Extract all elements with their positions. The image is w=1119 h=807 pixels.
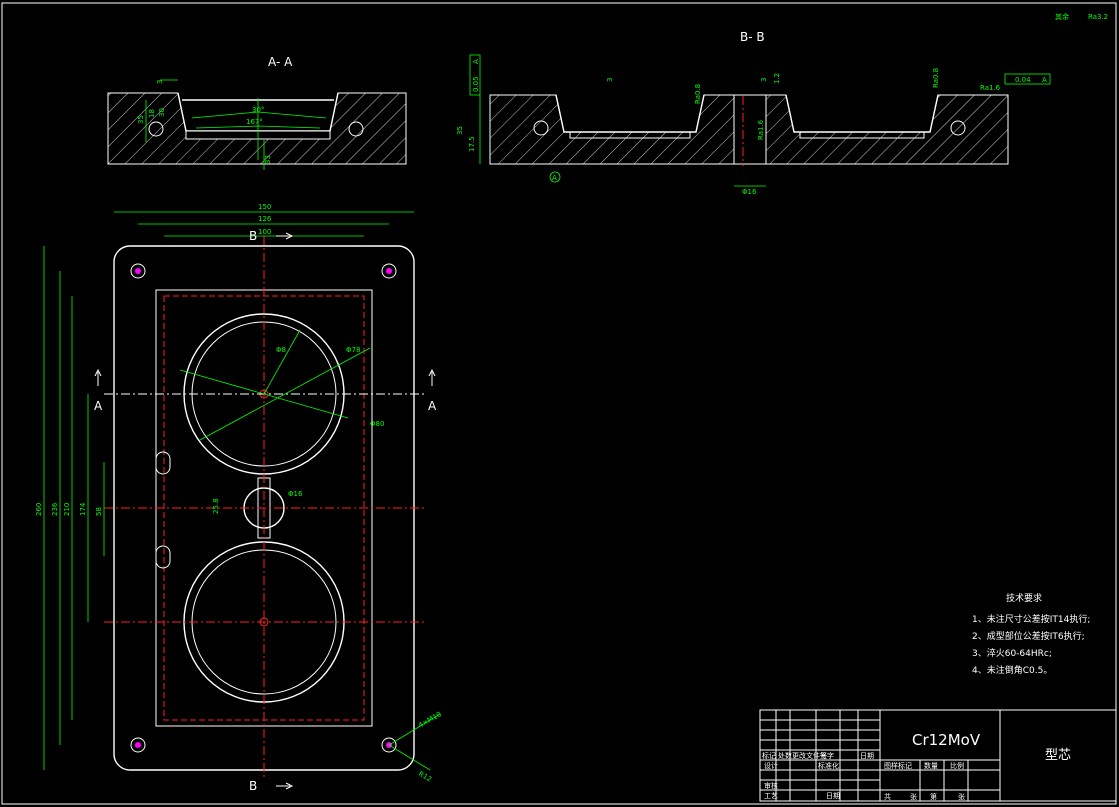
tb-sheet-num: 第 xyxy=(930,792,937,801)
section-b-b-body-left xyxy=(489,94,735,165)
section-a-a-title: A- A xyxy=(268,55,293,69)
tb-header-sign: 签字 xyxy=(820,751,834,760)
dim-bb-35: 35 xyxy=(456,126,464,135)
dim-100: 100 xyxy=(258,228,271,236)
dim-aa-35: 35 xyxy=(137,115,145,124)
dim-aa-30deg: 30° xyxy=(252,106,264,114)
dim-aa-33: 33 xyxy=(264,155,272,164)
section-b-b-cavities xyxy=(555,94,939,133)
flatness-value: 0.05 xyxy=(472,76,480,92)
tb-stage-mark: 图样标记 xyxy=(884,761,912,770)
dim-phi80: Φ80 xyxy=(370,420,384,428)
dim-bb-17-5: 17.5 xyxy=(468,136,476,152)
dim-210: 210 xyxy=(63,503,71,516)
tb-role-date: 日期 xyxy=(826,792,840,800)
title-block: Cr12MoV 型芯 标记 处数 更改文件号 签字 日期 设计 标准化 审核 工… xyxy=(759,709,1117,802)
dim-aa-167deg: 167° xyxy=(246,118,263,126)
tb-stage-scale: 比例 xyxy=(950,761,964,770)
parallel-value: 0.04 xyxy=(1015,76,1031,84)
tb-sheet-num-unit: 张 xyxy=(958,792,965,801)
section-arrows xyxy=(94,232,436,790)
dim-260: 260 xyxy=(35,503,43,516)
plan-view: Φ78 Φ80 Φ8 Φ16 25.8 150 126 100 260 236 … xyxy=(35,203,443,793)
dim-bb-3b: 3 xyxy=(760,78,768,82)
dim-126: 126 xyxy=(258,215,272,223)
roughness-ra1-6-right: Ra1.6 xyxy=(980,84,1001,92)
material-label: Cr12MoV xyxy=(912,731,981,749)
chamfer-leader xyxy=(388,713,441,746)
section-b-b-hole-right xyxy=(950,120,966,136)
dim-25-8: 25.8 xyxy=(212,498,220,514)
section-a-a-body xyxy=(107,92,407,165)
roughness-ra0-8-left: Ra0.8 xyxy=(694,84,702,104)
section-b-b-title: B- B xyxy=(740,30,765,44)
tech-notes-title: 技术要求 xyxy=(1006,592,1042,604)
section-mark-b-bottom: B xyxy=(249,779,257,793)
section-mark-b-top: B xyxy=(249,229,257,243)
flatness-frame xyxy=(469,54,481,96)
section-a-a-hole-left xyxy=(148,121,164,137)
roughness-others-text: 其余 xyxy=(1055,12,1069,21)
tb-sheet-total: 共 xyxy=(884,792,891,801)
dim-bb-3a: 3 xyxy=(606,78,614,82)
section-b-b-core-tops xyxy=(569,131,925,139)
section-b-b-hole-left xyxy=(533,120,549,136)
dim-aa-18: 18 xyxy=(148,109,156,118)
roughness-others-value: Ra3.2 xyxy=(1088,13,1108,21)
datum-label: A xyxy=(552,174,557,182)
slot-lower xyxy=(155,545,171,569)
part-name: 型芯 xyxy=(1045,748,1071,763)
dim-aa-30: 30 xyxy=(158,108,166,117)
tech-note-3: 3、淬火60-64HRc; xyxy=(972,647,1052,659)
tb-role-design: 设计 xyxy=(764,761,778,770)
dim-bb-phi16: Φ16 xyxy=(742,188,757,196)
parallel-frame xyxy=(1004,73,1051,85)
tb-sheet-total-unit: 张 xyxy=(910,792,917,801)
section-mark-a-right: A xyxy=(428,399,437,413)
parallel-datum: A xyxy=(1042,76,1047,84)
tech-note-4: 4、未注倒角C0.5。 xyxy=(972,664,1052,676)
dim-radius: R12 xyxy=(417,770,433,784)
section-a-a: A- A 3 30° 167° 35 18 30 33 xyxy=(107,55,407,170)
tb-role-review: 审核 xyxy=(764,781,778,790)
tech-notes: 技术要求 1、未注尺寸公差按IT14执行; 2、成型部位公差按IT6执行; 3、… xyxy=(972,592,1090,676)
slot-upper xyxy=(155,451,171,475)
tb-stage-qty: 数量 xyxy=(924,761,938,770)
dim-phi8: Φ8 xyxy=(276,346,286,354)
section-mark-a-left: A xyxy=(94,399,103,413)
flatness-datum: A xyxy=(472,59,480,64)
tech-note-2: 2、成型部位公差按IT6执行; xyxy=(972,630,1085,642)
tb-role-standard: 标准化 xyxy=(818,761,839,770)
section-a-a-hole-right xyxy=(348,121,364,137)
dim-bb-1-2: 1.2 xyxy=(773,73,781,84)
tb-header-count: 处数 xyxy=(778,751,792,760)
dim-phi78: Φ78 xyxy=(346,346,360,354)
title-block-grid xyxy=(760,710,1001,801)
tb-header-file: 更改文件号 xyxy=(792,751,827,760)
dim-chamfer: 4×M10 xyxy=(417,710,443,730)
title-block-frame xyxy=(759,709,1117,802)
tech-note-1: 1、未注尺寸公差按IT14执行; xyxy=(972,613,1090,625)
dim-58: 58 xyxy=(95,507,103,516)
roughness-ra1-6-hole: Ra1.6 xyxy=(757,119,765,140)
radius-leader xyxy=(388,744,431,771)
dim-174: 174 xyxy=(79,502,87,516)
tb-header-mark: 标记 xyxy=(762,751,776,760)
section-b-b: B- B 35 17.5 3 3 1.2 Φ16 0.05 A 0.04 A A… xyxy=(456,30,1051,196)
dim-236: 236 xyxy=(51,502,59,516)
bolt-holes xyxy=(130,263,397,753)
dim-aa-3: 3 xyxy=(156,80,164,84)
cavity-dimension-lines xyxy=(179,329,371,441)
tb-role-process: 工艺 xyxy=(764,792,778,800)
roughness-ra0-8-top: Ra0.8 xyxy=(932,68,940,88)
section-b-b-body-right xyxy=(765,94,1009,165)
tb-header-date: 日期 xyxy=(860,752,874,760)
dim-phi16: Φ16 xyxy=(288,490,303,498)
dim-150: 150 xyxy=(258,203,271,211)
section-b-b-center-hole xyxy=(733,94,767,165)
datum-symbol xyxy=(549,171,561,183)
